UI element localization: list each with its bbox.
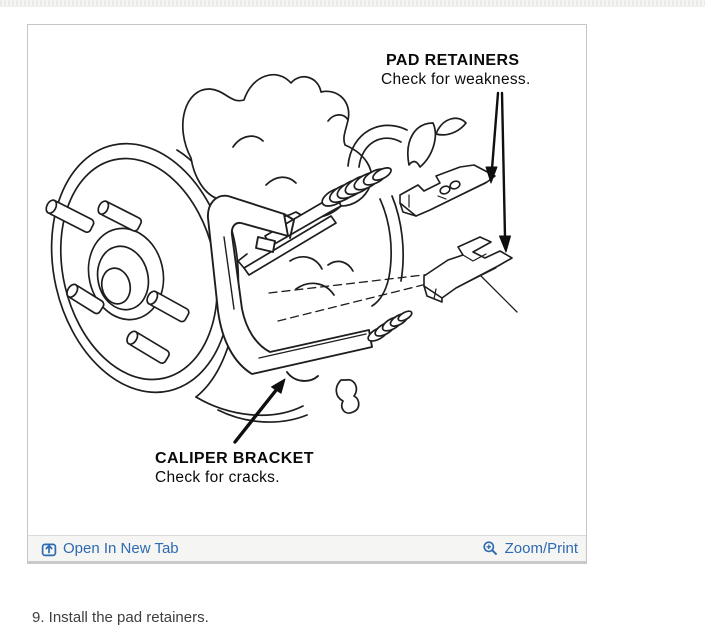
wheel-studs — [45, 199, 190, 364]
pad-retainers-note: Check for weakness. — [381, 71, 531, 88]
diagram-area: PAD RETAINERS Check for weakness. CALIPE… — [28, 25, 586, 535]
step-instruction: 9. Install the pad retainers. — [32, 609, 209, 626]
page-top-divider — [0, 0, 705, 7]
open-in-new-tab-link[interactable]: Open In New Tab — [41, 539, 179, 557]
caliper-inner-details — [289, 256, 354, 296]
pad-retainer-upper — [399, 164, 496, 217]
pad-retainers-arrows — [485, 91, 511, 253]
lower-caliper-bolt — [367, 310, 413, 342]
pad-retainer-lower — [423, 236, 513, 303]
pad-retainers-callout: PAD RETAINERS Check for weakness. — [381, 51, 531, 90]
open-in-new-tab-icon — [41, 543, 57, 556]
magnifier-icon — [483, 541, 497, 556]
pad-retainers-title: PAD RETAINERS — [386, 52, 520, 69]
figure-toolbar: Open In New Tab Zoom/Print — [28, 535, 586, 561]
bolt-threads-upper — [321, 166, 392, 207]
zoom-print-label: Zoom/Print — [504, 539, 578, 557]
caliper-rail — [371, 195, 405, 307]
steering-knuckle — [182, 73, 373, 219]
figure-panel: PAD RETAINERS Check for weakness. CALIPE… — [27, 24, 587, 564]
caliper-bracket-callout: CALIPER BRACKET Check for cracks. — [155, 449, 314, 488]
caliper-bracket-note: Check for cracks. — [155, 469, 280, 486]
caliper-bracket-arrow — [233, 378, 286, 444]
caliper-bracket-title: CALIPER BRACKET — [155, 450, 314, 467]
retainer-spring-plate — [237, 215, 337, 276]
assembly-leader-lines — [268, 268, 518, 322]
brake-assembly-diagram — [45, 73, 518, 444]
zoom-print-link[interactable]: Zoom/Print — [482, 540, 578, 557]
axle-boot-arcs — [347, 117, 467, 168]
open-in-new-tab-label: Open In New Tab — [63, 539, 179, 557]
bleeder-lug — [335, 378, 360, 414]
